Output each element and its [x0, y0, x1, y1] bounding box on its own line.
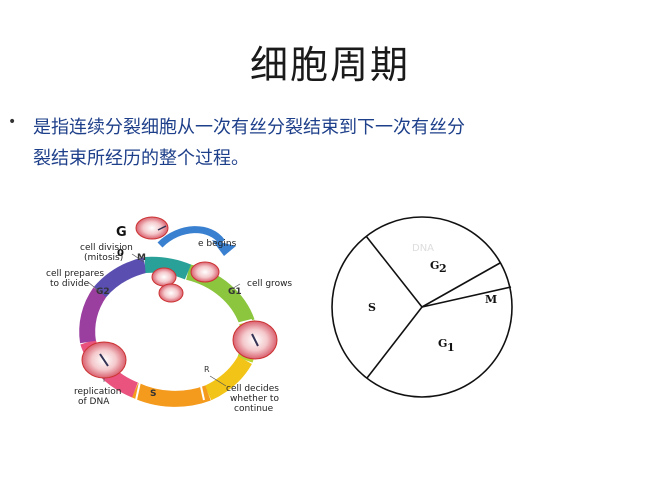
cell-cycle-pie-diagram: DNA G 2 M S G 1 — [320, 215, 525, 415]
replication-label: replication — [74, 387, 121, 397]
pie-circle — [331, 216, 513, 398]
g0-arrow — [157, 226, 225, 248]
of-dna-label: of DNA — [78, 397, 110, 407]
cell-grows-label: cell grows — [247, 279, 292, 289]
pie-g1-subscript: 1 — [447, 341, 455, 354]
pie-g2-subscript: 2 — [439, 262, 447, 275]
cell-prepares-label: cell prepares — [46, 269, 104, 279]
cell-decides-label: cell decides — [226, 384, 279, 394]
phase-m-label: M — [137, 253, 146, 263]
restriction-point-label: R — [204, 365, 210, 374]
whether-to-label: whether to — [230, 394, 279, 404]
to-divide-label: to divide — [50, 279, 90, 289]
cycle-begins-label: e begins — [198, 239, 237, 249]
slide-title: 细胞周期 — [249, 43, 410, 87]
pie-dividers — [365, 235, 512, 379]
pie-g2-label: G — [430, 259, 439, 272]
bullet-definition: 是指连续分裂细胞从一次有丝分裂结束到下一次有丝分 裂结束所经历的整个过程。 — [33, 112, 578, 174]
phase-g2-label: G2 — [96, 287, 110, 297]
cell-cycle-ring-diagram: M G2 G1 S R G 0 cell division (mitosis) … — [40, 210, 300, 415]
mitosis-label: (mitosis) — [84, 253, 123, 263]
pie-g1-label: G — [438, 337, 447, 350]
pie-m-label: M — [485, 293, 497, 306]
dna-watermark: DNA — [412, 243, 434, 254]
phase-g1-label: G1 — [228, 287, 242, 297]
dividing-cells — [81, 216, 278, 379]
g0-subscript: 0 — [117, 248, 124, 259]
bullet-line-2: 裂结束所经历的整个过程。 — [33, 148, 249, 169]
pie-s-label: S — [368, 301, 376, 314]
cell-division-label: cell division — [80, 243, 133, 253]
g0-label: G — [116, 225, 127, 240]
bullet-marker: • — [8, 114, 17, 130]
bullet-line-1: 是指连续分裂细胞从一次有丝分裂结束到下一次有丝分 — [33, 117, 465, 138]
continue-label: continue — [234, 404, 274, 414]
phase-s-label: S — [150, 389, 156, 399]
